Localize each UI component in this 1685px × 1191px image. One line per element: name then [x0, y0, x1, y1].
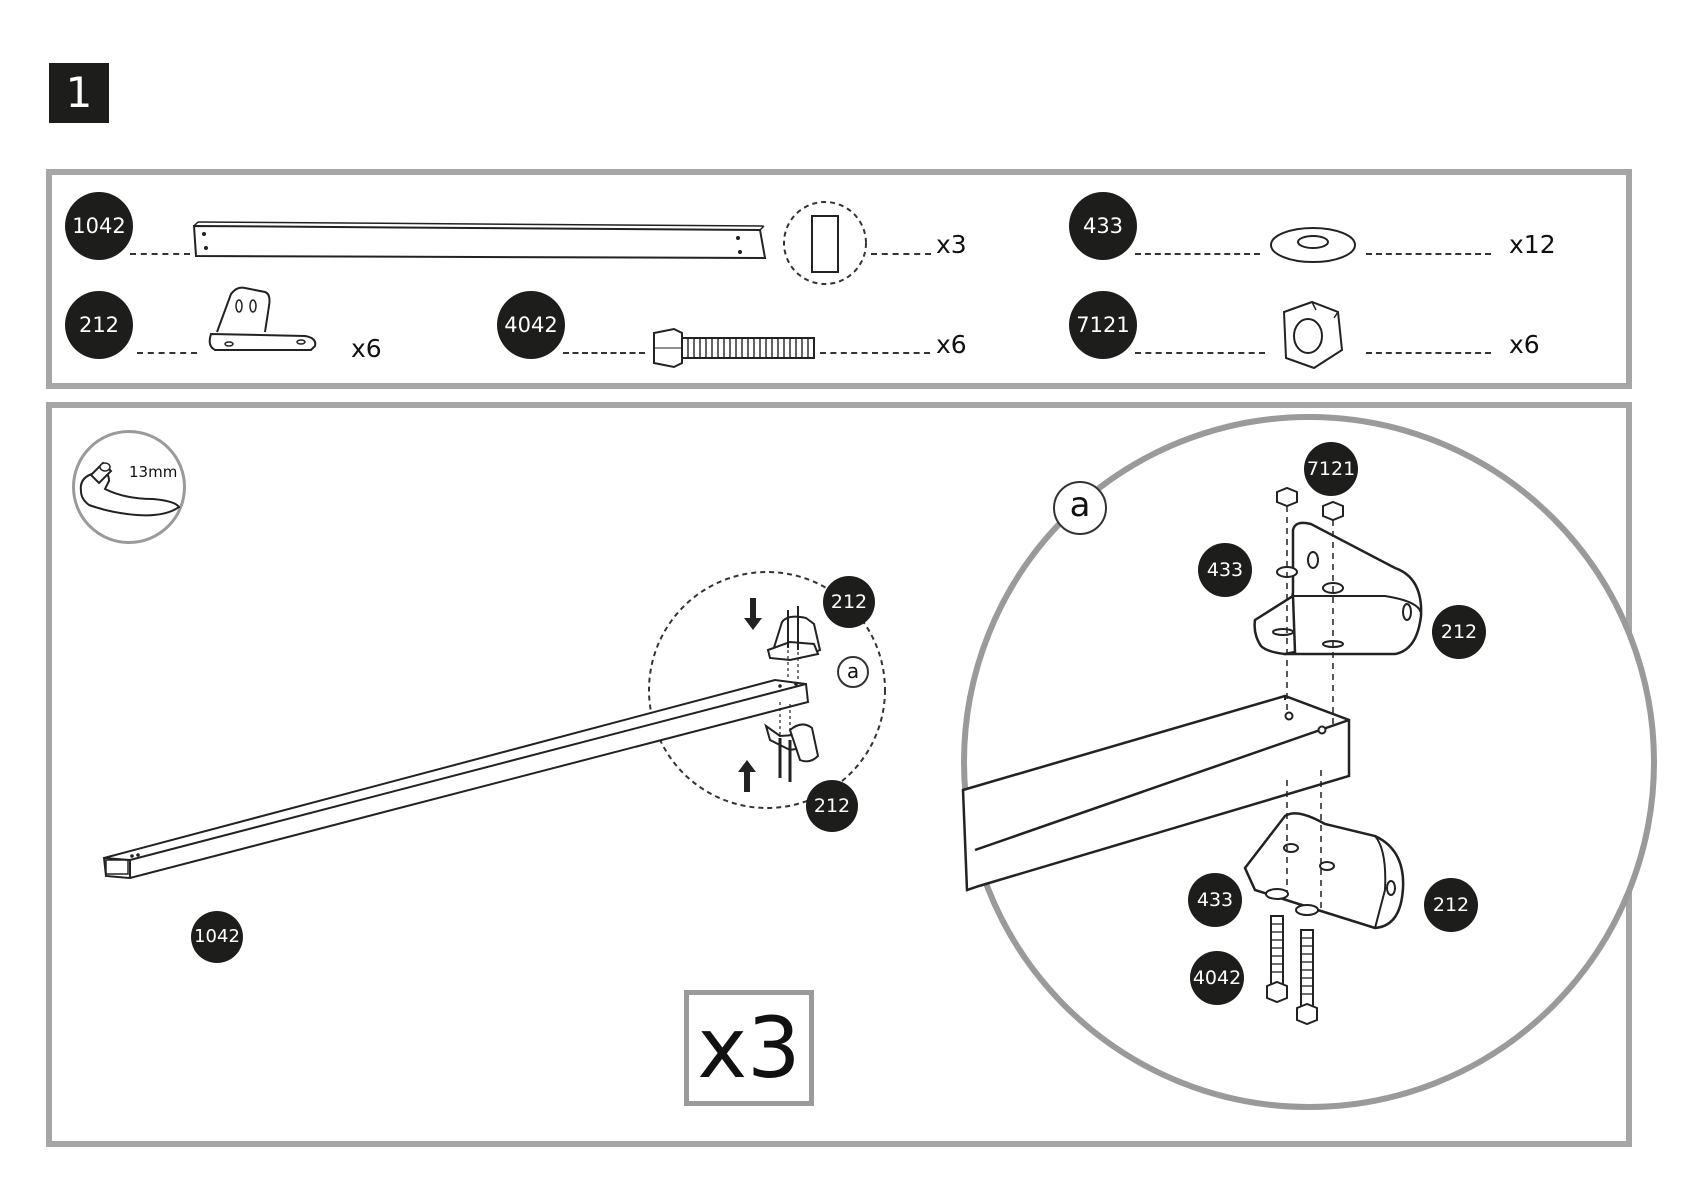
bracket-top-badge: 212 [823, 576, 875, 628]
detail-nut-badge: 7121 [1304, 442, 1358, 496]
leader-line [1135, 352, 1265, 354]
wrench-icon [75, 433, 183, 541]
part-qty-212: x6 [351, 334, 382, 363]
part-qty-7121: x6 [1509, 330, 1540, 359]
nut-part-illustration [1272, 298, 1352, 374]
part-badge-1042: 1042 [65, 192, 133, 260]
tool-size-label: 13mm [129, 463, 177, 481]
part-badge-7121: 7121 [1069, 291, 1137, 359]
part-qty-433: x12 [1509, 230, 1556, 259]
detail-washer-bottom-badge: 433 [1188, 873, 1242, 927]
leader-line [1366, 253, 1491, 255]
leader-line [563, 352, 645, 354]
part-badge-4042: 4042 [497, 291, 565, 359]
bracket-part-illustration [205, 284, 325, 364]
leader-line [1366, 352, 1491, 354]
repeat-multiplier: x3 [684, 990, 814, 1106]
detail-washer-top-badge: 433 [1198, 543, 1252, 597]
detail-marker-a: a [837, 656, 869, 688]
tool-callout: 13mm [72, 430, 186, 544]
leader-line [820, 352, 930, 354]
part-badge-212: 212 [65, 291, 133, 359]
detail-bolt-badge: 4042 [1190, 951, 1244, 1005]
part-qty-1042: x3 [936, 230, 967, 259]
leader-line [1135, 253, 1260, 255]
bracket-bottom-badge: 212 [806, 780, 858, 832]
leader-line [137, 352, 197, 354]
detail-label-a: a [1053, 481, 1107, 535]
detail-bracket-bottom-badge: 212 [1424, 878, 1478, 932]
leader-line [130, 253, 190, 255]
beam-section-detail [782, 200, 872, 290]
beam-badge: 1042 [191, 911, 243, 963]
step-number: 1 [49, 63, 109, 123]
part-badge-433: 433 [1069, 192, 1137, 260]
washer-part-illustration [1268, 223, 1358, 267]
beam-assembly-illustration [90, 570, 870, 890]
bolt-part-illustration [652, 325, 818, 371]
leader-line [871, 253, 931, 255]
part-qty-4042: x6 [936, 330, 967, 359]
detail-bracket-top-badge: 212 [1432, 605, 1486, 659]
